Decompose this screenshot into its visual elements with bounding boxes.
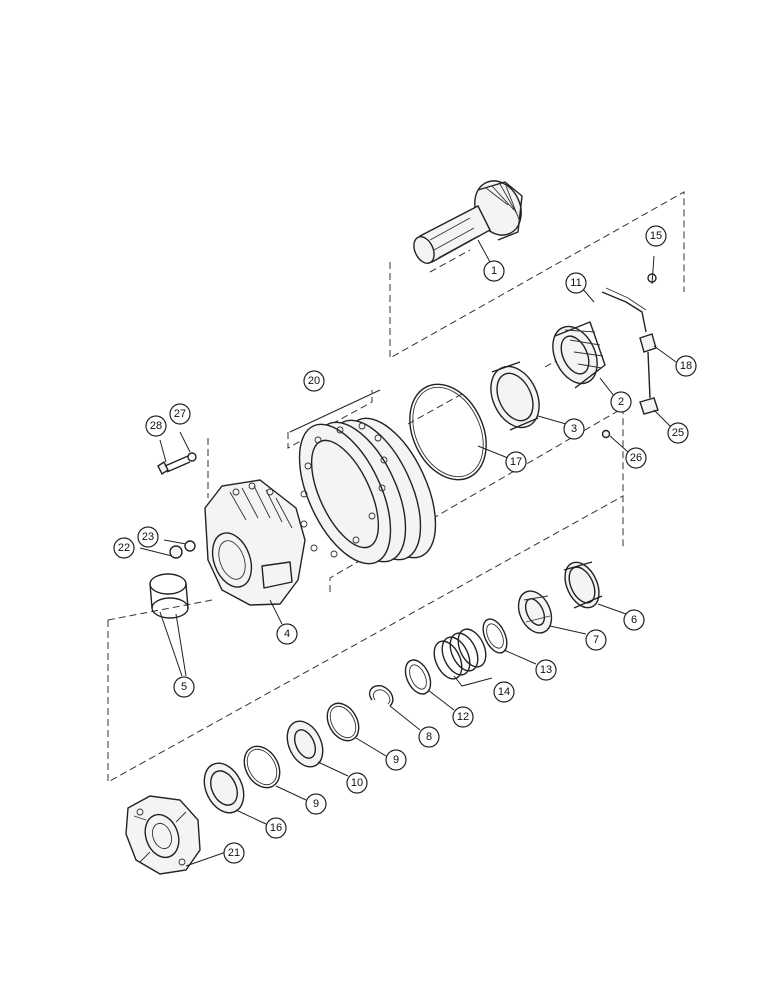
callout-3: 3 (563, 418, 585, 440)
svg-text:13: 13 (540, 664, 552, 676)
svg-text:27: 27 (174, 408, 186, 420)
callout-7: 7 (585, 629, 607, 651)
svg-text:2: 2 (618, 396, 624, 408)
callout-27: 27 (169, 403, 191, 425)
drain-plug (169, 540, 196, 559)
svg-text:25: 25 (672, 427, 684, 439)
svg-text:10: 10 (351, 777, 363, 789)
callout-21: 21 (223, 842, 245, 864)
callout-16: 16 (265, 817, 287, 839)
svg-text:22: 22 (118, 542, 130, 554)
svg-text:4: 4 (284, 628, 290, 640)
callout-22: 22 (113, 537, 135, 559)
callout-11: 11 (565, 272, 587, 294)
housing-bolt (157, 452, 197, 476)
callout-9-lower: 9 (305, 793, 327, 815)
callout-25: 25 (667, 422, 689, 444)
svg-text:26: 26 (630, 452, 642, 464)
callout-15: 15 (645, 225, 667, 247)
yoke-flange (125, 795, 201, 875)
bearing-cup (490, 361, 540, 431)
carrier-housing (204, 479, 306, 606)
callout-12: 12 (452, 706, 474, 728)
o-ring (409, 383, 487, 481)
disc (203, 762, 245, 814)
svg-text:5: 5 (181, 681, 187, 693)
svg-text:21: 21 (228, 847, 240, 859)
sleeve (149, 573, 189, 619)
assembly-dashed-lines (107, 191, 685, 783)
callout-13: 13 (535, 659, 557, 681)
callout-18: 18 (675, 355, 697, 377)
callout-10: 10 (346, 772, 368, 794)
callout-1: 1 (483, 260, 505, 282)
svg-text:7: 7 (593, 634, 599, 646)
callout-5: 5 (173, 676, 195, 698)
snap-ring-9-lower (243, 745, 281, 789)
spring (433, 628, 493, 687)
washer-12 (404, 659, 432, 695)
breather-fittings (601, 273, 659, 439)
svg-text:1: 1 (491, 265, 497, 277)
svg-text:6: 6 (631, 614, 637, 626)
snap-ring-9-upper (326, 702, 360, 742)
svg-text:15: 15 (650, 230, 662, 242)
svg-text:14: 14 (498, 686, 510, 698)
svg-text:17: 17 (510, 456, 522, 468)
small-bearing (517, 590, 553, 634)
callout-17: 17 (505, 451, 527, 473)
outer-ring (563, 561, 603, 609)
svg-text:12: 12 (457, 711, 469, 723)
svg-text:9: 9 (393, 754, 399, 766)
svg-text:8: 8 (426, 731, 432, 743)
svg-text:20: 20 (308, 375, 320, 387)
washer-13 (482, 618, 508, 654)
callout-26: 26 (625, 447, 647, 469)
svg-text:23: 23 (142, 531, 154, 543)
pinion-shaft (413, 180, 523, 264)
svg-text:9: 9 (313, 798, 319, 810)
callout-4: 4 (276, 623, 298, 645)
callout-28: 28 (145, 415, 167, 437)
callout-8: 8 (418, 726, 440, 748)
callout-14: 14 (493, 681, 515, 703)
thrust-washer (286, 720, 324, 768)
snap-ring-8 (368, 685, 394, 707)
callout-23: 23 (137, 526, 159, 548)
tapered-bearing (552, 321, 606, 389)
callout-9-upper: 9 (385, 749, 407, 771)
leader-lines (139, 239, 677, 867)
svg-text:18: 18 (680, 360, 692, 372)
shim-pack (289, 389, 437, 565)
svg-text:11: 11 (570, 277, 581, 289)
svg-text:3: 3 (571, 423, 577, 435)
callout-20: 20 (303, 370, 325, 392)
svg-text:28: 28 (150, 420, 162, 432)
callout-2: 2 (610, 391, 632, 413)
callout-6: 6 (623, 609, 645, 631)
svg-text:16: 16 (270, 822, 282, 834)
